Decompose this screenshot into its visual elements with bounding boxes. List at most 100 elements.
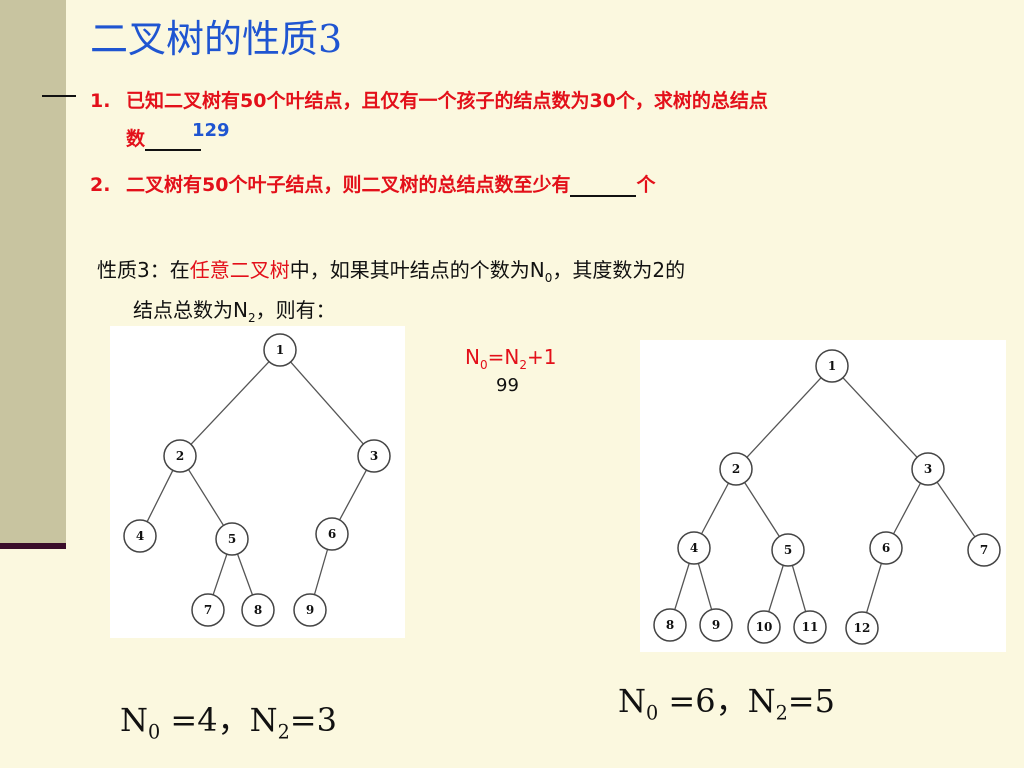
tree-left-node-3-circle — [357, 439, 391, 473]
tree-left-edge-6-9 — [313, 549, 329, 595]
result-right-n2: N — [747, 682, 776, 720]
tree-right-edge-5-10 — [768, 565, 784, 612]
tree-left-node-7: 7 — [191, 593, 225, 627]
tree-left-node-3: 3 — [357, 439, 391, 473]
property-mid: 中，如果其叶结点的个数为N — [289, 258, 545, 282]
answer-blank-2 — [570, 175, 637, 197]
tree-right-node-12-circle — [845, 611, 879, 645]
tree-left-node-9-circle — [293, 593, 327, 627]
tree-left-edge-3-6 — [339, 469, 367, 521]
question-2: 2.二叉树有50个叶子结点，则二叉树的总结点数至少有个 — [90, 170, 655, 197]
tree-right-node-1: 1 — [815, 349, 849, 383]
formula: N0=N2+1 — [465, 345, 556, 372]
tree-left-node-8-circle — [241, 593, 275, 627]
tree-right-node-3: 3 — [911, 452, 945, 486]
tree-left-node-2-label: 2 — [176, 449, 184, 463]
tree-left-node-6-circle — [315, 517, 349, 551]
tree-right-edge-2-5 — [744, 482, 780, 537]
tree-left-node-4-circle — [123, 519, 157, 553]
tree-left-node-5-label: 5 — [228, 532, 236, 546]
tree-right-node-6: 6 — [869, 531, 903, 565]
dash-line — [42, 95, 76, 97]
tree-left-node-5-circle — [215, 522, 249, 556]
tree-right-node-8-label: 8 — [666, 618, 674, 632]
property-highlight: 任意二叉树 — [189, 258, 290, 282]
tree-right-node-7-label: 7 — [980, 543, 988, 557]
tree-right-node-10-label: 10 — [756, 620, 773, 634]
slide-title: 二叉树的性质3 — [90, 17, 343, 61]
sidebar-band — [0, 0, 66, 545]
tree-left-node-8: 8 — [241, 593, 275, 627]
result-right-n0: N — [618, 682, 646, 720]
tree-right-node-9: 9 — [699, 608, 733, 642]
tree-right-node-7-circle — [967, 533, 1001, 567]
result-right: N0 =6，N2=5 — [618, 676, 835, 724]
tree-right-edge-4-9 — [697, 563, 713, 610]
tree-right-edge-5-11 — [791, 565, 807, 612]
tree-right-node-4-label: 4 — [690, 541, 698, 555]
question-1-text: 已知二叉树有50个叶结点，且仅有一个孩子的结点数为30个，求树的总结点 — [126, 90, 768, 112]
result-left-n2: N — [249, 701, 278, 739]
tree-right-node-3-circle — [911, 452, 945, 486]
tree-left-node-6-label: 6 — [328, 527, 336, 541]
tree-left-node-7-circle — [191, 593, 225, 627]
tree-right-node-1-circle — [815, 349, 849, 383]
answer-1: 129 — [192, 120, 230, 141]
tree-right-node-4: 4 — [677, 531, 711, 565]
tree-right-node-9-circle — [699, 608, 733, 642]
sidebar-rule — [0, 543, 66, 549]
tree-left-node-1-circle — [263, 333, 297, 367]
tree-right-node-10: 10 — [747, 610, 781, 644]
tree-right-node-8: 8 — [653, 608, 687, 642]
result-left-n0-val: =4， — [160, 701, 250, 739]
tree-right-node-6-circle — [869, 531, 903, 565]
property-post: ，其度数为2的 — [552, 258, 686, 282]
formula-a-sub: 0 — [479, 358, 488, 372]
tree-right-node-7: 7 — [967, 533, 1001, 567]
result-right-n0-val: =6， — [658, 682, 748, 720]
tree-right-node-5-circle — [771, 533, 805, 567]
tree-left-node-4-label: 4 — [136, 529, 144, 543]
tree-left-node-6: 6 — [315, 517, 349, 551]
tree-right-node-10-circle — [747, 610, 781, 644]
formula-b-sub: 2 — [519, 358, 527, 372]
property-pre: 性质3：在 — [97, 258, 190, 282]
result-left-n0-sub: 0 — [148, 720, 161, 744]
formula-eq: =N — [487, 345, 520, 369]
result-right-n2-val: =5 — [787, 682, 835, 720]
property-line-2: 结点总数为N2，则有： — [133, 294, 336, 325]
tree-left-edge-2-5 — [187, 469, 225, 526]
question-2-tail: 个 — [636, 174, 656, 196]
formula-a: N — [465, 345, 480, 369]
question-1-cont: 数 — [126, 124, 202, 151]
tree-left-edge-5-8 — [236, 553, 254, 596]
tree-right-node-8-circle — [653, 608, 687, 642]
property-sub0: 0 — [544, 271, 553, 285]
tree-right-node-1-label: 1 — [828, 359, 836, 373]
tree-right-node-12-label: 12 — [854, 621, 871, 635]
tree-left-node-3-label: 3 — [370, 449, 378, 463]
tree-right-node-6-label: 6 — [882, 541, 890, 555]
tree-left-node-9: 9 — [293, 593, 327, 627]
tree-left-edge-2-4 — [146, 470, 174, 522]
tree-left-node-4: 4 — [123, 519, 157, 553]
tree-right-edge-3-6 — [892, 482, 922, 535]
tree-right-node-11-label: 11 — [802, 620, 819, 634]
tree-right-node-5: 5 — [771, 533, 805, 567]
tree-right-node-9-label: 9 — [712, 618, 720, 632]
result-left-n2-val: =3 — [289, 701, 337, 739]
property-line-1: 性质3：在任意二叉树中，如果其叶结点的个数为N0，其度数为2的 — [97, 254, 685, 285]
answer-blank-1 — [145, 129, 202, 151]
tree-left-node-1: 1 — [263, 333, 297, 367]
question-2-number: 2. — [90, 174, 111, 196]
tree-left-edge-1-2 — [190, 361, 270, 445]
tree-right-edge-1-3 — [842, 377, 918, 458]
tree-right-edge-4-8 — [674, 563, 690, 610]
tree-right-node-11: 11 — [793, 610, 827, 644]
tree-right-node-11-circle — [793, 610, 827, 644]
result-left-n0: N — [120, 701, 148, 739]
